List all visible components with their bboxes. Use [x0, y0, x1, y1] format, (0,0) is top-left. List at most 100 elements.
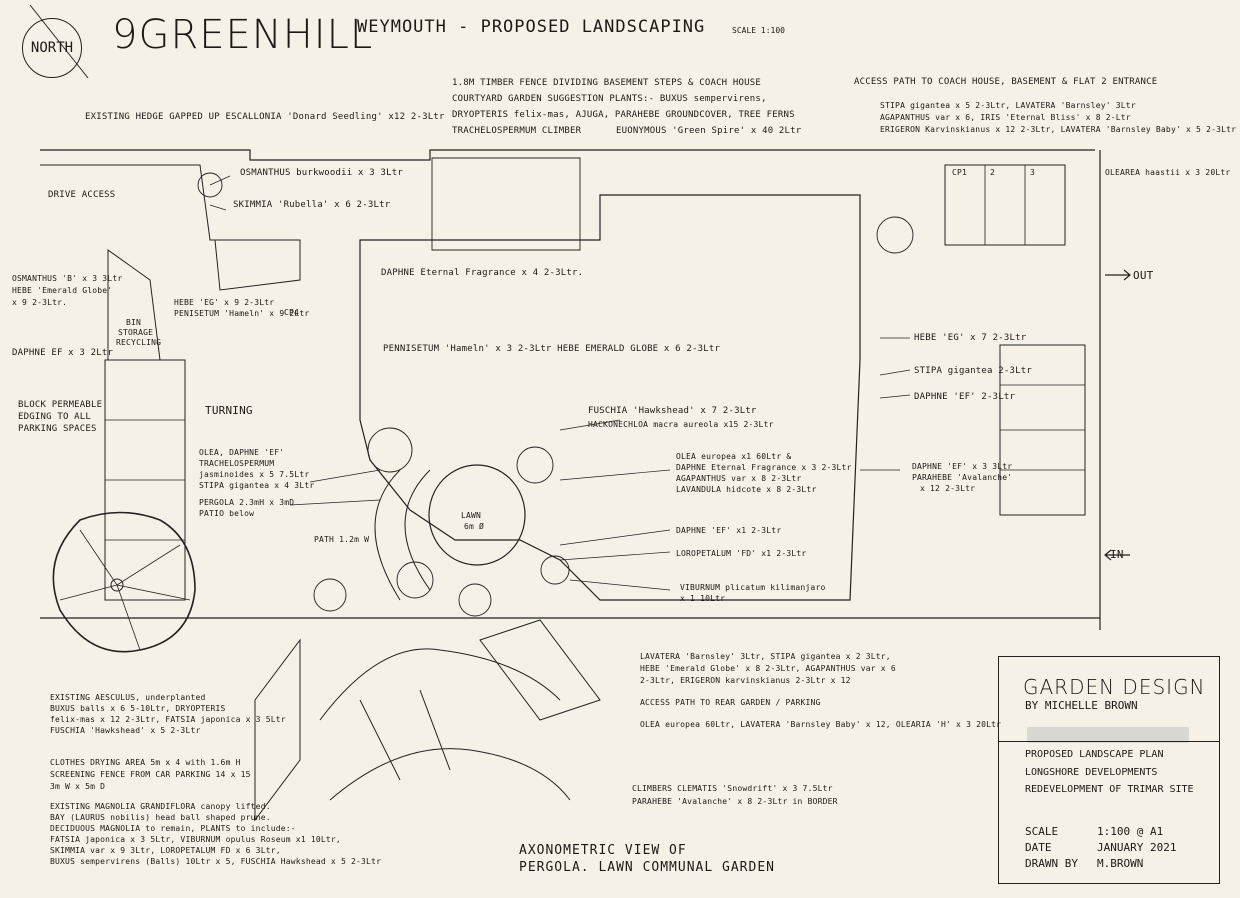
label-path: PATH 1.2m W — [314, 535, 370, 544]
leader-lines — [209, 175, 911, 591]
shrubs — [197, 172, 914, 617]
north-label: NORTH — [30, 40, 74, 56]
label-bin-2: STORAGE — [118, 328, 154, 337]
label-fuschia-2: HACKONECHLOA macra aureola x15 2-3Ltr — [588, 420, 774, 429]
label-daphne-right2-3: x 12 2-3Ltr — [920, 484, 976, 493]
axo-caption-1: AXONOMETRIC VIEW OF — [519, 843, 687, 858]
label-magnolia-5: SKIMMIA var x 9 3Ltr, LOROPETALUM FD x 6… — [50, 846, 281, 855]
label-in: IN — [1110, 548, 1124, 561]
label-pennisetum: PENNISETUM 'Hameln' x 3 2-3Ltr HEBE EMER… — [383, 344, 721, 354]
pergola-arc — [404, 469, 431, 591]
project-line-3: REDEVELOPMENT OF TRIMAR SITE — [1025, 784, 1194, 795]
title-block-divider — [999, 741, 1219, 742]
label-clothes-3: 3m W x 5m D — [50, 782, 106, 791]
label-bin-3: RECYCLING — [116, 338, 162, 347]
label-olea-1: OLEA europea x1 60Ltr & — [676, 452, 792, 461]
label-olea-2: DAPHNE Eternal Fragrance x 3 2-3Ltr — [676, 463, 852, 472]
building-outline — [359, 194, 861, 601]
north-indicator: NORTH — [22, 18, 82, 78]
label-osmanthus-left-1: OSMANTHUS 'B' x 3 3Ltr — [12, 274, 123, 283]
label-fence-3: DRYOPTERIS felix-mas, AJUGA, PARAHEBE GR… — [452, 110, 795, 120]
label-euonymous: EUONYMOUS 'Green Spire' x 40 2Ltr — [616, 126, 802, 136]
label-hebe-eg-1: HEBE 'EG' x 9 2-3Ltr — [174, 298, 275, 307]
label-daphne-ef1: DAPHNE 'EF' x1 2-3Ltr — [676, 526, 782, 535]
label-clothes-1: CLOTHES DRYING AREA 5m x 4 with 1.6m H — [50, 758, 241, 767]
label-aesculus-3: felix-mas x 12 2-3Ltr, FATSIA japonica x… — [50, 715, 286, 724]
label-magnolia-1: EXISTING MAGNOLIA GRANDIFLORA canopy lif… — [50, 802, 271, 811]
label-stipa-1: STIPA gigantea x 5 2-3Ltr, LAVATERA 'Bar… — [880, 101, 1136, 110]
label-lavatera-1: LAVATERA 'Barnsley' 3Ltr, STIPA gigantea… — [640, 652, 891, 661]
label-hebe-right: HEBE 'EG' x 7 2-3Ltr — [914, 333, 1027, 343]
out-arrow — [1105, 269, 1131, 281]
label-climbers-1: CLIMBERS CLEMATIS 'Snowdrift' x 3 7.5Ltr — [632, 784, 833, 793]
label-block-2: EDGING TO ALL — [18, 412, 92, 422]
label-olearia-top: OLEAREA haastii x 3 20Ltr — [1105, 168, 1231, 177]
bin-store — [107, 249, 161, 361]
label-turning: TURNING — [205, 404, 253, 417]
label-osmanthus-burkwoodii: OSMANTHUS burkwoodii x 3 3Ltr — [240, 168, 403, 178]
label-cp2: 2 — [990, 168, 996, 177]
label-climbers-2: PARAHEBE 'Avalanche' x 8 2-3Ltr in BORDE… — [632, 797, 838, 806]
label-olea-3: AGAPANTHUS var x 8 2-3Ltr — [676, 474, 802, 483]
parking-side-right — [999, 344, 1086, 516]
label-hedge: EXISTING HEDGE GAPPED UP ESCALLONIA 'Don… — [85, 112, 445, 122]
page-title: 9GREENHILL — [112, 12, 374, 58]
scale-key: SCALE — [1025, 825, 1059, 838]
label-out: OUT — [1133, 269, 1154, 282]
label-cp1: CP1 — [952, 168, 968, 177]
scale-value: 1:100 @ A1 — [1097, 825, 1164, 838]
in-arrow — [1104, 549, 1130, 561]
label-stipa-2: AGAPANTHUS var x 6, IRIS 'Eternal Bliss'… — [880, 113, 1131, 122]
date-value: JANUARY 2021 — [1097, 841, 1177, 854]
label-olea-left-4: STIPA gigantea x 4 3Ltr — [199, 481, 315, 490]
label-viburnum-2: x 1 10Ltr — [680, 594, 726, 603]
label-magnolia-2: BAY (LAURUS nobilis) head ball shaped pr… — [50, 813, 271, 822]
axonometric-caption: AXONOMETRIC VIEW OF PERGOLA. LAWN COMMUN… — [519, 842, 775, 876]
label-access-1: ACCESS PATH TO COACH HOUSE, BASEMENT & F… — [854, 77, 1158, 87]
pergola-arc-outer — [374, 469, 401, 601]
project-line-1: PROPOSED LANDSCAPE PLAN — [1025, 749, 1164, 760]
label-clothes-2: SCREENING FENCE FROM CAR PARKING 14 x 15 — [50, 770, 251, 779]
label-aesculus-2: BUXUS balls x 6 5-10Ltr, DRYOPTERIS — [50, 704, 226, 713]
label-olea-left-3: jasminoides x 5 7.5Ltr — [199, 470, 310, 479]
label-cp3: 3 — [1030, 168, 1036, 177]
label-viburnum-1: VIBURNUM plicatum kilimanjaro — [680, 583, 826, 592]
label-magnolia-4: FATSIA japonica x 3 5Ltr, VIBURNUM opulu… — [50, 835, 341, 844]
label-lawn-1: LAWN — [461, 511, 482, 520]
label-magnolia-3: DECIDUOUS MAGNOLIA to remain, PLANTS to … — [50, 824, 296, 833]
label-daphne-left: DAPHNE EF x 3 2Ltr — [12, 348, 114, 358]
label-olea-4: LAVANDULA hidcote x 8 2-3Ltr — [676, 485, 817, 494]
label-drive: DRIVE ACCESS — [48, 190, 116, 200]
redacted-block — [1027, 727, 1189, 743]
label-rear-path: ACCESS PATH TO REAR GARDEN / PARKING — [640, 698, 821, 707]
label-daphne-right2-2: PARAHEBE 'Avalanche' — [912, 473, 1013, 482]
drawn-by-key: DRAWN BY — [1025, 857, 1078, 870]
label-pergola-2: PATIO below — [199, 509, 255, 518]
drawn-by-value: M.BROWN — [1097, 857, 1144, 870]
label-stipa-right: STIPA gigantea 2-3Ltr — [914, 366, 1032, 376]
aesculus-tree — [52, 511, 196, 653]
label-lawn-2: 6m Ø — [464, 522, 485, 531]
title-block-heading: GARDEN DESIGN — [1023, 675, 1206, 699]
label-block-1: BLOCK PERMEABLE — [18, 400, 103, 410]
title-block-author: BY MICHELLE BROWN — [1025, 699, 1138, 712]
label-olea-left-1: OLEA, DAPHNE 'EF' — [199, 448, 285, 457]
label-stipa-3: ERIGERON Karvinskianus x 12 2-3Ltr, LAVA… — [880, 125, 1237, 134]
scale-note: SCALE 1:100 — [732, 26, 785, 35]
label-daphne-eternal: DAPHNE Eternal Fragrance x 4 2-3Ltr. — [381, 268, 584, 278]
project-line-2: LONGSHORE DEVELOPMENTS — [1025, 767, 1158, 778]
label-hebe-eg-2: PENISETUM 'Hameln' x 9 2Ltr — [174, 309, 310, 318]
date-key: DATE — [1025, 841, 1052, 854]
label-skimmia: SKIMMIA 'Rubella' x 6 2-3Ltr — [233, 200, 391, 210]
label-pergola-1: PERGOLA 2.3mH x 3mD — [199, 498, 295, 507]
hedge-outline — [40, 164, 301, 291]
north-boundary — [40, 149, 1095, 161]
label-osmanthus-left-3: x 9 2-3Ltr. — [12, 298, 68, 307]
label-olea-bottom: OLEA europea 60Ltr, LAVATERA 'Barnsley B… — [640, 720, 1002, 729]
axo-caption-2: PERGOLA. LAWN COMMUNAL GARDEN — [519, 860, 775, 875]
label-olea-left-2: TRACHELOSPERMUM — [199, 459, 275, 468]
label-lavatera-3: 2-3Ltr, ERIGERON karvinskianus 2-3Ltr x … — [640, 676, 851, 685]
label-fence-4: TRACHELOSPERMUM CLIMBER — [452, 126, 582, 136]
label-fuschia-1: FUSCHIA 'Hawkshead' x 7 2-3Ltr — [588, 406, 757, 416]
